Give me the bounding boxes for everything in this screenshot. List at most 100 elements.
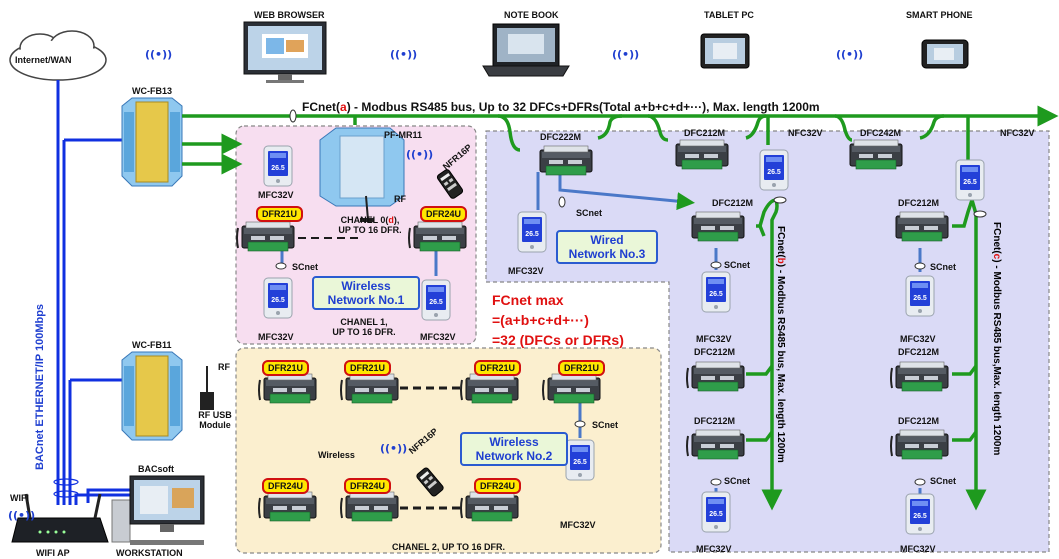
scnet-label: SCnet bbox=[724, 476, 751, 486]
mfc32v-thermostat bbox=[565, 439, 595, 481]
scnet-label: SCnet bbox=[592, 420, 619, 430]
mfc32v-thermostat bbox=[905, 275, 935, 317]
chanel-2-label: CHANEL 2, UP TO 16 DFR. bbox=[391, 542, 506, 552]
nfc32v-label: NFC32V bbox=[1000, 128, 1035, 138]
mfc32v-label: MFC32V bbox=[420, 332, 456, 342]
pf-mr11-label: PF-MR11 bbox=[384, 130, 423, 140]
tablet-pc-label: TABLET PC bbox=[704, 10, 754, 20]
dfr24u-tag: DFR24U bbox=[262, 478, 310, 494]
pf-mr11-receiver bbox=[319, 127, 405, 222]
nfc32v-label: NFC32V bbox=[788, 128, 823, 138]
wifi-signal-icon: ((•)) bbox=[8, 509, 36, 522]
dfr24u-tag: DFR24U bbox=[344, 478, 392, 494]
nfc32v-thermostat bbox=[759, 149, 789, 191]
dfr21u-controller bbox=[237, 222, 294, 251]
mfc32v-thermostat bbox=[517, 211, 547, 253]
mfc32v-label: MFC32V bbox=[900, 334, 936, 344]
dfr21u-tag: DFR21U bbox=[262, 360, 310, 376]
dfr24u-controller bbox=[341, 492, 398, 521]
mfc32v-thermostat bbox=[263, 277, 293, 319]
wifi-ap-label: WIFI AP bbox=[36, 548, 70, 558]
internet-cloud bbox=[9, 30, 107, 81]
rf-signal-icon: ((•)) bbox=[406, 148, 434, 161]
wifi-signal-icon: ((•)) bbox=[836, 48, 864, 61]
notebook-computer bbox=[482, 23, 570, 77]
bacsoft-label: BACsoft bbox=[138, 464, 174, 474]
fcnet-main-label: FCnet(a) - Modbus RS485 bus, Up to 32 DF… bbox=[302, 100, 820, 114]
nfc32v-thermostat bbox=[955, 159, 985, 201]
workstation-label: WORKSTATION bbox=[116, 548, 183, 558]
wifi-ap-router bbox=[11, 493, 109, 543]
smart-phone-label: SMART PHONE bbox=[906, 10, 973, 20]
wc-fb11-label: WC-FB11 bbox=[132, 340, 172, 350]
scnet-label: SCnet bbox=[576, 208, 603, 218]
web-browser-label: WEB BROWSER bbox=[254, 10, 325, 20]
wireless-signal-icon: ((•)) bbox=[380, 442, 408, 455]
rf-label: RF bbox=[218, 362, 230, 372]
dfc222m-controller bbox=[539, 145, 593, 176]
mfc32v-thermostat bbox=[263, 145, 293, 187]
dfr24u-tag: DFR24U bbox=[420, 206, 468, 222]
dfr21u-controller bbox=[341, 374, 398, 403]
gateway-wc-fb11 bbox=[121, 351, 183, 441]
dfc212m-controller bbox=[691, 211, 745, 242]
mfc32v-label: MFC32V bbox=[696, 334, 732, 344]
scnet-label: SCnet bbox=[292, 262, 319, 272]
rf-usb-module bbox=[200, 366, 214, 410]
bacnet-ethernet-label: BACnet ETHERNET/IP 100Mbps bbox=[34, 303, 46, 470]
dfc212m-controller bbox=[687, 430, 744, 459]
dfr21u-tag: DFR21U bbox=[558, 360, 606, 376]
mfc32v-label: MFC32V bbox=[258, 190, 294, 200]
tablet-pc bbox=[700, 33, 750, 69]
fcnet-b-label: FCnet(b) - Modbus RS485 bus, Max. length… bbox=[775, 226, 786, 463]
dfr21u-tag: DFR21U bbox=[474, 360, 522, 376]
mfc32v-thermostat bbox=[421, 279, 451, 321]
dfr21u-controller bbox=[259, 374, 316, 403]
internet-wan-label: Internet/WAN bbox=[15, 55, 72, 65]
mfc32v-label: MFC32V bbox=[508, 266, 544, 276]
mfc32v-thermostat bbox=[701, 271, 731, 313]
dfc212m-label: DFC212M bbox=[684, 128, 726, 138]
dfr21u-controller bbox=[543, 374, 600, 403]
dfc222m-label: DFC222M bbox=[540, 132, 582, 142]
dfc212m-label: DFC212M bbox=[694, 416, 736, 426]
dfc212m-controller bbox=[675, 139, 729, 170]
dfr24u-controller bbox=[259, 492, 316, 521]
scnet-label: SCnet bbox=[724, 260, 751, 270]
dfr24u-controller bbox=[461, 492, 518, 521]
dfc212m-controller bbox=[687, 362, 744, 391]
dfc212m-label: DFC212M bbox=[898, 198, 940, 208]
wifi-signal-icon: ((•)) bbox=[145, 48, 173, 61]
dfr21u-tag: DFR21U bbox=[256, 206, 304, 222]
chanel-1-label: CHANEL 1,UP TO 16 DFR. bbox=[332, 317, 396, 337]
scnet-label: SCnet bbox=[930, 262, 957, 272]
gateway-wc-fb13 bbox=[121, 97, 183, 187]
mfc32v-label: MFC32V bbox=[258, 332, 294, 342]
dfc212m-label: DFC212M bbox=[898, 347, 940, 357]
dfc242m-label: DFC242M bbox=[860, 128, 902, 138]
dfc212m-controller bbox=[895, 211, 949, 242]
scnet-label: SCnet bbox=[930, 476, 957, 486]
wifi-label: WIFI bbox=[10, 493, 29, 503]
dfc212m-controller bbox=[891, 430, 948, 459]
fcnet-max-label: FCnet max=(a+b+c+d+···)=32 (DFCs or DFRs… bbox=[492, 292, 624, 348]
dfr24u-controller bbox=[409, 222, 466, 251]
dfc212m-label: DFC212M bbox=[712, 198, 754, 208]
smart-phone bbox=[921, 39, 969, 69]
wifi-signal-icon: ((•)) bbox=[612, 48, 640, 61]
mfc32v-thermostat bbox=[701, 491, 731, 533]
dfc212m-label: DFC212M bbox=[898, 416, 940, 426]
chanel-0-label: CHANEL 0(d),UP TO 16 DFR. bbox=[338, 215, 402, 235]
web-browser-monitor bbox=[243, 21, 327, 83]
bacnet-lines bbox=[56, 80, 132, 505]
dfc212m-label: DFC212M bbox=[694, 347, 736, 357]
mfc32v-label: MFC32V bbox=[560, 520, 596, 530]
dfc212m-controller bbox=[891, 362, 948, 391]
wc-fb13-label: WC-FB13 bbox=[132, 86, 172, 96]
dfr24u-tag: DFR24U bbox=[474, 478, 522, 494]
